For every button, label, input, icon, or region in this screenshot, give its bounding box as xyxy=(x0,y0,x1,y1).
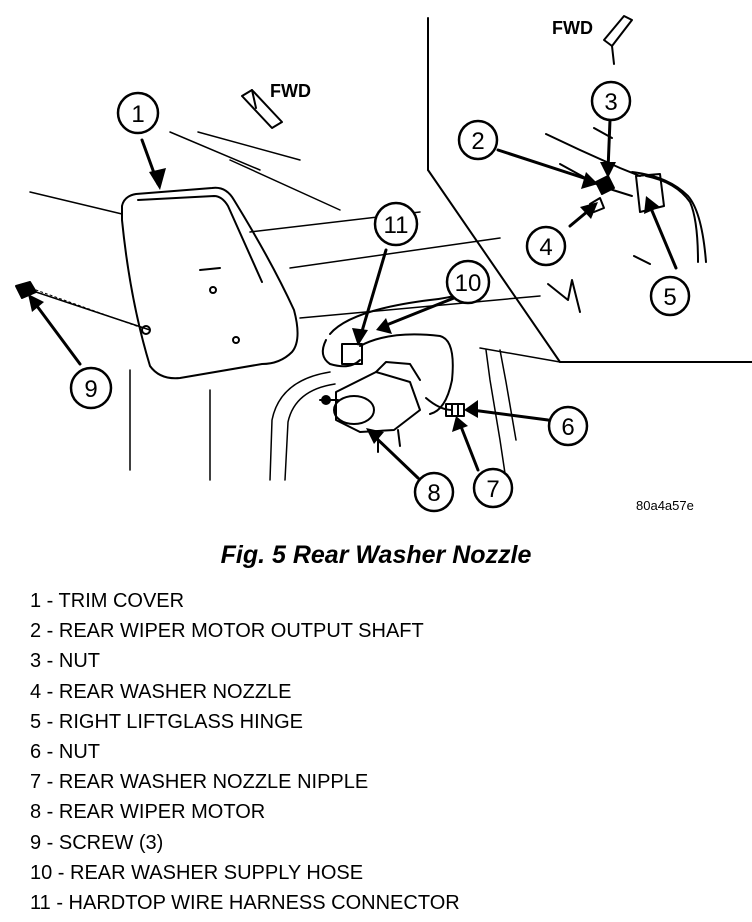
wiper-motor-shape xyxy=(319,361,421,453)
vehicle-body-lines xyxy=(29,131,561,481)
figure-caption: Fig. 5 Rear Washer Nozzle xyxy=(220,541,532,569)
trim-cover-shape xyxy=(121,186,299,380)
callout-circles xyxy=(69,80,691,513)
callout-10: 10 xyxy=(455,270,482,297)
leader-arrowheads xyxy=(28,162,660,444)
callout-11: 11 xyxy=(384,212,409,239)
callout-2: 2 xyxy=(471,128,484,155)
legend-item: 3 - NUT xyxy=(30,650,100,673)
diagram-illustration: 1 2 3 4 5 6 7 8 9 10 11 FWD FWD 80a4a57e xyxy=(15,15,752,513)
screw-shape xyxy=(15,281,143,329)
callout-8: 8 xyxy=(427,480,440,507)
legend-item: 5 - RIGHT LIFTGLASS HINGE xyxy=(30,710,304,733)
legend-item: 6 - NUT xyxy=(30,740,100,763)
parts-legend: 1 - TRIM COVER 2 - REAR WIPER MOTOR OUTP… xyxy=(30,586,460,918)
callout-9: 9 xyxy=(84,376,97,403)
image-code: 80a4a57e xyxy=(636,498,694,513)
fwd-arrow-inset-icon xyxy=(603,15,633,65)
callout-6: 6 xyxy=(561,414,574,441)
legend-item: 1 - TRIM COVER xyxy=(30,590,185,612)
callout-1: 1 xyxy=(131,101,144,128)
inset-hardware-shapes xyxy=(545,127,707,313)
fwd-label-inset: FWD xyxy=(552,18,593,38)
callout-3: 3 xyxy=(604,89,617,116)
callout-4: 4 xyxy=(539,234,552,261)
fwd-label-left: FWD xyxy=(270,81,311,101)
callout-5: 5 xyxy=(663,284,676,311)
leader-arrows xyxy=(32,118,678,480)
legend-item: 10 - REAR WASHER SUPPLY HOSE xyxy=(30,861,364,884)
callout-7: 7 xyxy=(486,476,499,503)
inset-frame xyxy=(427,17,752,363)
legend-item: 9 - SCREW (3) xyxy=(30,831,164,854)
legend-item: 7 - REAR WASHER NOZZLE NIPPLE xyxy=(30,771,369,794)
legend-item: 4 - REAR WASHER NOZZLE xyxy=(30,680,292,703)
fwd-arrow-left-icon xyxy=(241,89,283,129)
legend-item: 11 - HARDTOP WIRE HARNESS CONNECTOR xyxy=(30,891,460,914)
legend-item: 8 - REAR WIPER MOTOR xyxy=(30,801,266,824)
legend-item: 2 - REAR WIPER MOTOR OUTPUT SHAFT xyxy=(30,620,424,643)
